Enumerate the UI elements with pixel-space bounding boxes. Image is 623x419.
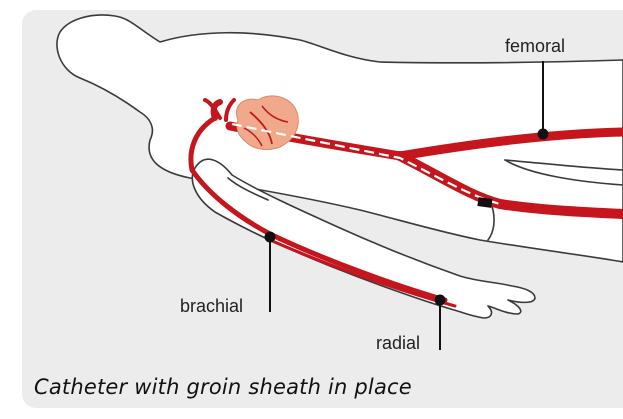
- heart-icon: [236, 96, 298, 150]
- brachial-label: brachial: [180, 296, 243, 316]
- body-silhouette: [57, 15, 623, 318]
- femoral-marker-dot: [539, 130, 548, 139]
- radial-marker-dot: [436, 296, 445, 305]
- brachial-marker-dot: [266, 233, 275, 242]
- radial-label: radial: [376, 333, 420, 353]
- femoral-label: femoral: [505, 36, 565, 56]
- figure-caption: Catheter with groin sheath in place: [34, 375, 412, 399]
